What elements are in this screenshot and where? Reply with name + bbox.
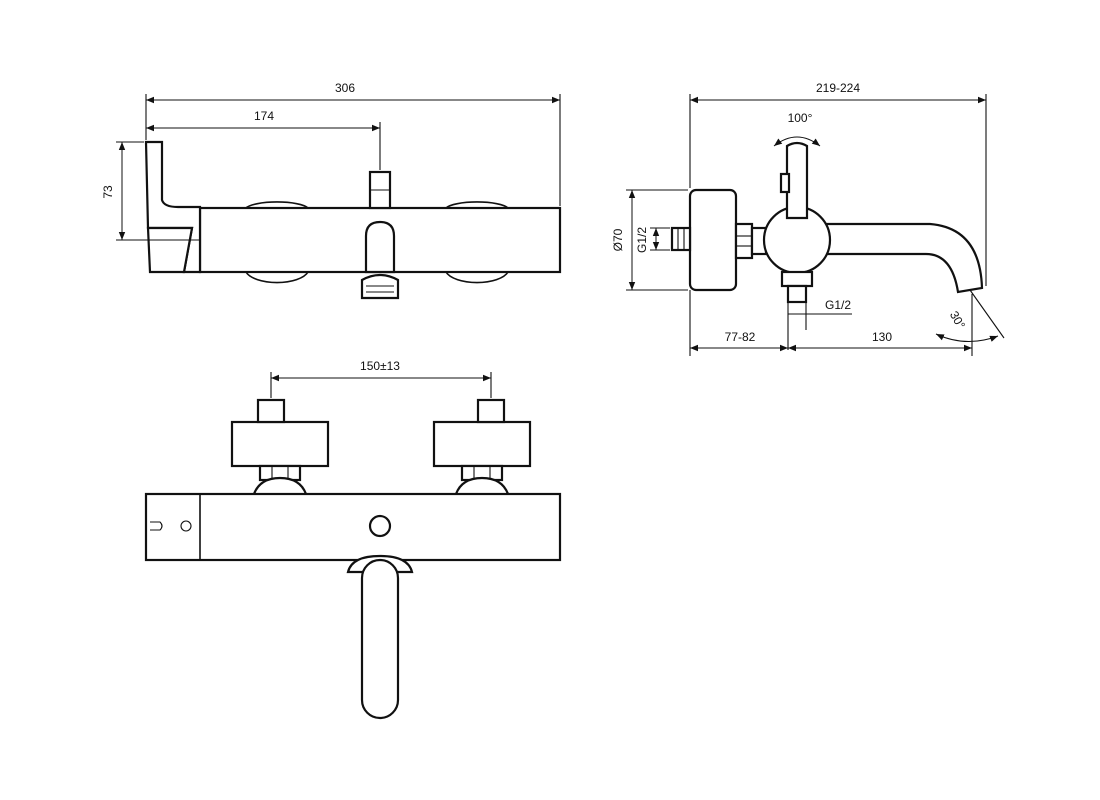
- dim-depth-total: 219-224: [816, 81, 860, 95]
- connector-nut: [734, 222, 754, 260]
- front-view: 306 174 73: [101, 81, 562, 300]
- spout-front: [364, 220, 396, 274]
- dim-wall-offset: 77-82: [725, 330, 756, 344]
- dim-diameter: Ø70: [611, 228, 625, 251]
- dim-spout-angle: 30°: [947, 309, 968, 332]
- top-view: 150±13: [144, 359, 562, 720]
- dim-thread-inlet: G1/2: [635, 227, 649, 253]
- dim-height: 73: [101, 185, 115, 199]
- dim-width-total: 306: [335, 81, 355, 95]
- spout-top: [360, 558, 400, 720]
- dim-thread-outlet: G1/2: [825, 298, 851, 312]
- side-view: 219-224 100° Ø70 G1/2 G1/2 77-82 130 30°: [611, 81, 1005, 356]
- dim-center-distance: 150±13: [360, 359, 400, 373]
- rosette-left: [230, 420, 330, 468]
- inlet-connector: [670, 226, 692, 252]
- dim-rotation: 100°: [788, 111, 813, 125]
- dim-spout-reach: 130: [872, 330, 892, 344]
- diverter-top: [368, 514, 392, 538]
- dim-handle-offset: 174: [254, 109, 274, 123]
- wall-rosette: [688, 188, 738, 292]
- spout-side: [818, 222, 984, 294]
- mixer-body-top: [144, 492, 562, 562]
- rosette-right: [432, 420, 532, 468]
